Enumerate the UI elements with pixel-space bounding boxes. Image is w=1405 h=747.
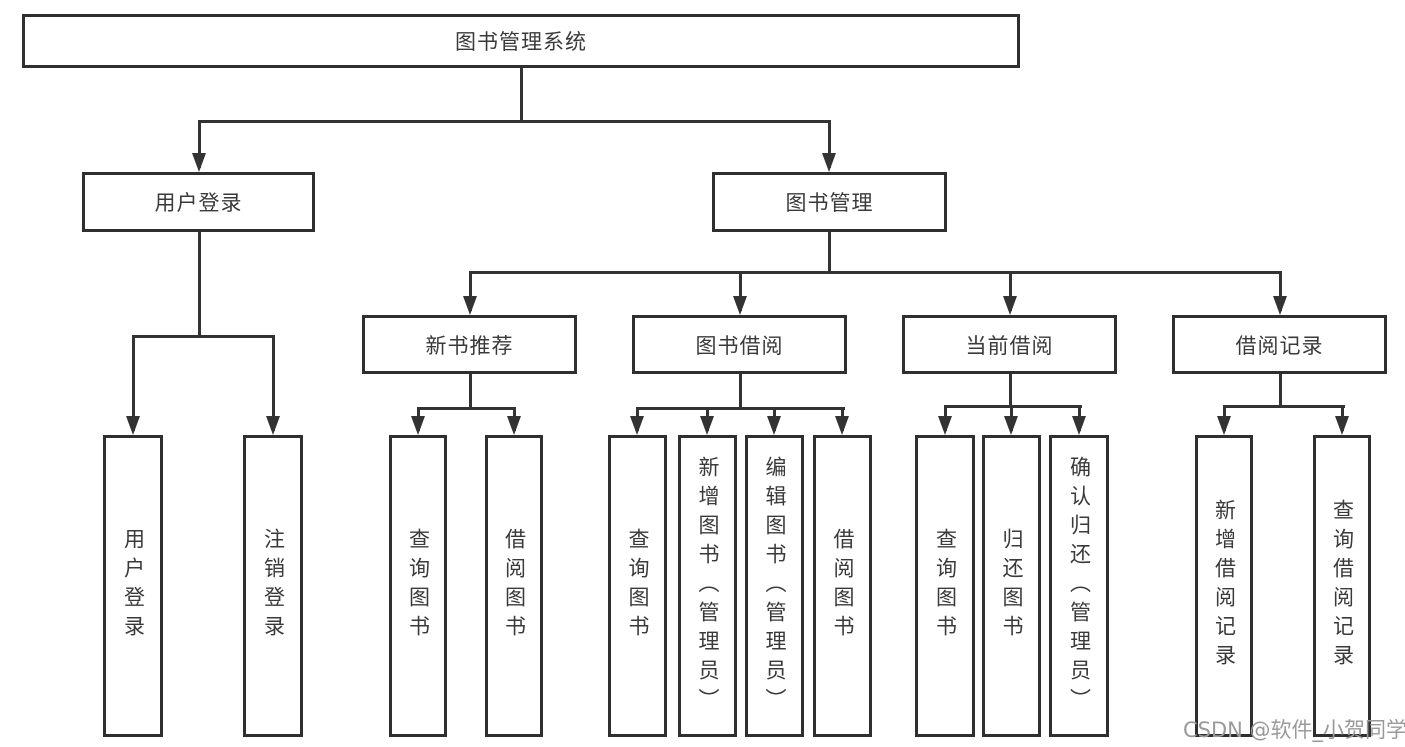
connector-to-book-management xyxy=(828,120,831,168)
arrowhead-icon xyxy=(938,416,952,435)
leaf-add-borrow-record: 新增借阅记录 xyxy=(1195,435,1253,737)
connector-to-book-borrow xyxy=(739,271,742,311)
connector-new-book-stem xyxy=(469,374,472,410)
leaf-return-books: 归还图书 xyxy=(982,435,1041,737)
node-user-login: 用户登录 xyxy=(82,172,315,232)
arrowhead-icon xyxy=(1217,416,1231,435)
node-root: 图书管理系统 xyxy=(22,14,1020,68)
leaf-logout: 注销登录 xyxy=(243,435,303,737)
connector-book-borrow-rail xyxy=(636,407,845,410)
csdn-watermark: CSDN @软件_小贺同学 xyxy=(1183,718,1405,742)
connector-current-borrow-rail xyxy=(944,405,1082,408)
arrowhead-icon xyxy=(507,416,521,435)
connector-user-login-rail xyxy=(132,335,275,338)
leaf-add-books-admin: 新增图书（管理员） xyxy=(678,435,737,737)
connector-root-stem xyxy=(520,68,523,122)
arrowhead-icon xyxy=(1003,296,1017,315)
arrowhead-icon xyxy=(1335,416,1349,435)
connector-root-rail xyxy=(198,120,831,123)
node-borrowing-records: 借阅记录 xyxy=(1172,315,1387,374)
arrowhead-icon xyxy=(1072,416,1086,435)
connector-to-leaf-user-login xyxy=(132,335,135,431)
arrowhead-icon xyxy=(126,416,140,435)
arrowhead-icon xyxy=(463,296,477,315)
arrowhead-icon xyxy=(1273,296,1287,315)
node-new-book-recommendation: 新书推荐 xyxy=(362,315,577,374)
connector-book-management-rail xyxy=(469,271,1282,274)
connector-to-user-login xyxy=(198,120,201,168)
connector-user-login-stem xyxy=(198,232,201,338)
connector-book-management-stem xyxy=(828,232,831,274)
arrowhead-icon xyxy=(630,416,644,435)
connector-to-leaf-logout xyxy=(272,335,275,431)
leaf-query-books-current: 查询图书 xyxy=(915,435,975,737)
connector-to-borrow-records xyxy=(1279,271,1282,311)
arrowhead-icon xyxy=(266,416,280,435)
connector-book-borrow-stem xyxy=(739,374,742,410)
leaf-borrow-books-recommend: 借阅图书 xyxy=(485,435,543,737)
connector-to-new-book xyxy=(469,271,472,311)
arrowhead-icon xyxy=(733,296,747,315)
leaf-query-books-recommend: 查询图书 xyxy=(389,435,447,737)
arrowhead-icon xyxy=(192,153,206,172)
arrowhead-icon xyxy=(411,416,425,435)
leaf-edit-books-admin: 编辑图书（管理员） xyxy=(745,435,804,737)
arrowhead-icon xyxy=(700,416,714,435)
connector-new-book-rail xyxy=(417,407,516,410)
leaf-borrow-books: 借阅图书 xyxy=(813,435,872,737)
node-book-borrowing: 图书借阅 xyxy=(632,315,847,374)
leaf-confirm-return-admin: 确认归还（管理员） xyxy=(1049,435,1109,737)
connector-to-current-borrow xyxy=(1009,271,1012,311)
arrowhead-icon xyxy=(835,416,849,435)
leaf-query-borrow-record: 查询借阅记录 xyxy=(1313,435,1371,737)
leaf-user-login: 用户登录 xyxy=(103,435,163,737)
arrowhead-icon xyxy=(822,153,836,172)
connector-current-borrow-stem xyxy=(1009,374,1012,408)
connector-borrow-records-stem xyxy=(1279,374,1282,408)
node-book-management: 图书管理 xyxy=(712,172,947,232)
arrowhead-icon xyxy=(767,416,781,435)
arrowhead-icon xyxy=(1004,416,1018,435)
leaf-query-books-borrow: 查询图书 xyxy=(608,435,667,737)
connector-borrow-records-rail xyxy=(1223,405,1345,408)
node-current-borrowing: 当前借阅 xyxy=(902,315,1117,374)
